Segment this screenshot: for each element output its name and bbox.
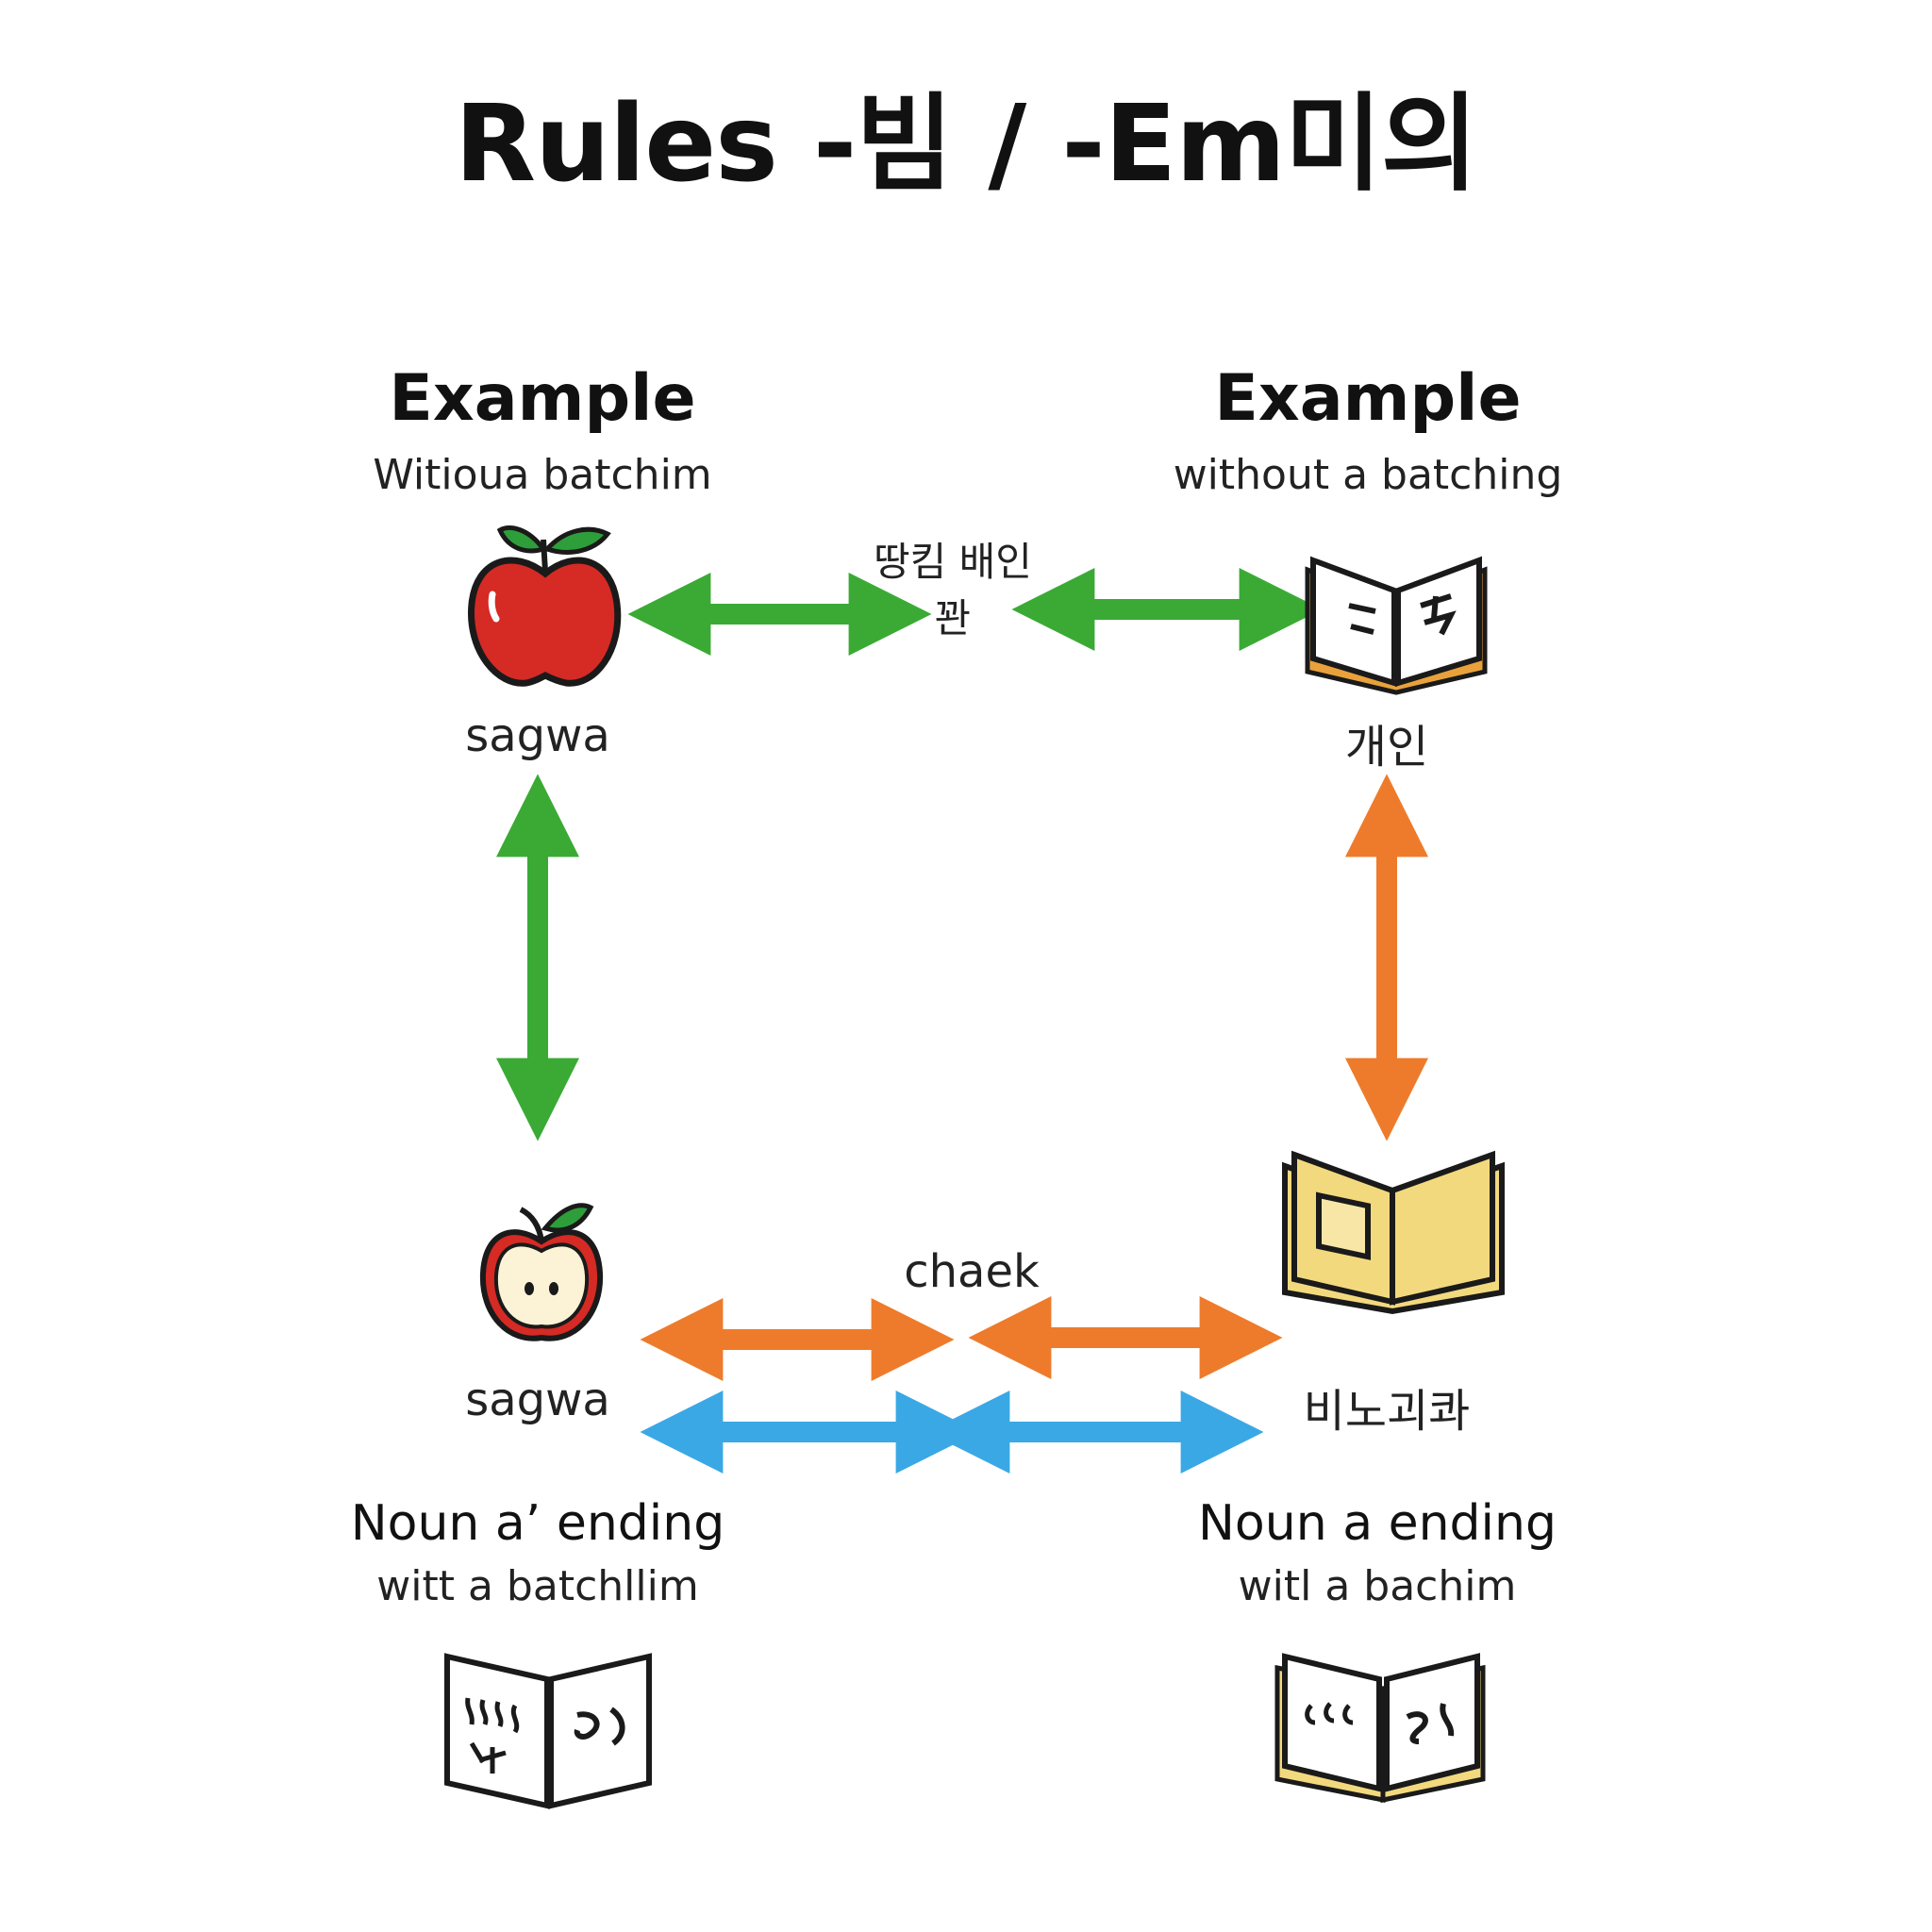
red-apple-icon bbox=[468, 525, 622, 687]
word-gaein: 개인 bbox=[1344, 721, 1429, 774]
word-sagwa-bottom: sagwa bbox=[465, 1374, 610, 1426]
apple-half-icon bbox=[479, 1203, 604, 1341]
footer-title-left: Noun a’ ending bbox=[350, 1495, 725, 1552]
example-heading-right: Example bbox=[1214, 361, 1522, 436]
open-book-icon-bottom-right bbox=[1274, 1653, 1486, 1804]
footer-title-right: Noun a ending bbox=[1198, 1495, 1557, 1552]
word-binogoekwa: 비노괴콰 bbox=[1303, 1385, 1471, 1438]
word-chaek: chaek bbox=[904, 1245, 1040, 1298]
top-center-label-line2: 꽌 bbox=[934, 595, 972, 641]
yellow-book-icon bbox=[1282, 1150, 1505, 1315]
open-book-icon-top-right bbox=[1305, 556, 1488, 695]
example-subheading-left: Witioua batchim bbox=[373, 451, 712, 499]
open-book-icon-bottom-left bbox=[444, 1653, 652, 1809]
example-subheading-right: without a batching bbox=[1173, 451, 1563, 499]
example-heading-left: Example bbox=[389, 361, 696, 436]
word-sagwa-top: sagwa bbox=[465, 709, 610, 762]
footer-sub-right: witl a bachim bbox=[1238, 1562, 1517, 1610]
page-title: Rules -빔 / -Em미의 bbox=[454, 83, 1478, 206]
footer-sub-left: witt a batchllim bbox=[376, 1562, 699, 1610]
